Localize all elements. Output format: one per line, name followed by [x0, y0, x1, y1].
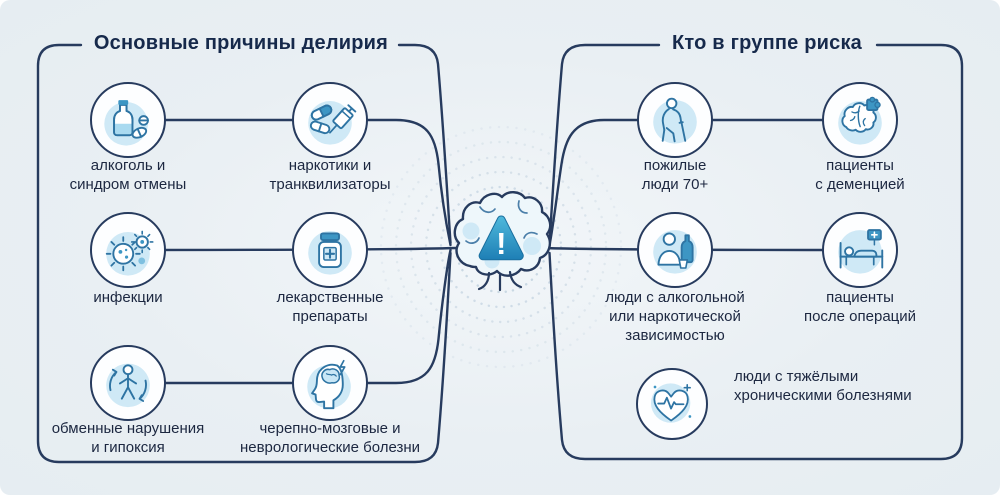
narcotics-tranquilizers-icon [308, 101, 357, 145]
cause-infections-label: инфекции [93, 289, 163, 306]
infections-icon [105, 230, 154, 276]
cause-alcohol-label: алкоголь и синдром отмены [69, 157, 187, 193]
warning-triangle [478, 215, 524, 261]
risk-chronic-circle [636, 368, 708, 440]
cause-medications-label: лекарственные препараты [276, 289, 384, 325]
cause-metabolic-circle [90, 345, 166, 421]
cause-neuro-label: черепно-мозговые и неврологические болез… [239, 420, 421, 456]
risk-surgery-label: пациенты после операций [803, 289, 917, 325]
left-section-title: Основные причины делирия [93, 32, 389, 54]
cause-narcotics-label: наркотики и транквилизаторы [269, 157, 391, 193]
cause-metabolic-label: обменные нарушения и гипоксия [51, 420, 205, 456]
connector-lines [36, 43, 964, 464]
risk-chronic-label: люди с тяжёлыми хроническими болезнями [734, 368, 912, 404]
chronic-illness-icon [650, 383, 692, 423]
elderly-icon [653, 97, 697, 144]
cause-infections-circle [90, 212, 166, 288]
cause-alcohol-circle [90, 82, 166, 158]
cause-narcotics-circle [292, 82, 368, 158]
post-surgery-icon [838, 229, 884, 274]
addiction-icon [653, 230, 697, 274]
risk-addiction-label: люди с алкогольной или наркотической зав… [605, 289, 745, 344]
right-section-title: Кто в группе риска [672, 32, 862, 54]
metabolic-hypoxia-icon [106, 363, 150, 408]
brain-warning-icon: ! [453, 191, 552, 292]
cause-medications-circle [292, 212, 368, 288]
medications-icon [308, 231, 352, 275]
dementia-icon [838, 96, 882, 145]
risk-addiction-circle [637, 212, 713, 288]
neuro-diseases-icon [307, 359, 351, 410]
risk-surgery-circle [822, 212, 898, 288]
risk-dementia-label: пациенты с деменцией [815, 157, 905, 193]
cause-neuro-circle [292, 345, 368, 421]
risk-dementia-circle [822, 82, 898, 158]
risk-elderly-label: пожилые люди 70+ [641, 157, 709, 193]
brain-stem [477, 270, 523, 292]
alcohol-withdrawal-icon [104, 100, 149, 146]
warning-exclamation: ! [496, 226, 506, 261]
risk-elderly-circle [637, 82, 713, 158]
